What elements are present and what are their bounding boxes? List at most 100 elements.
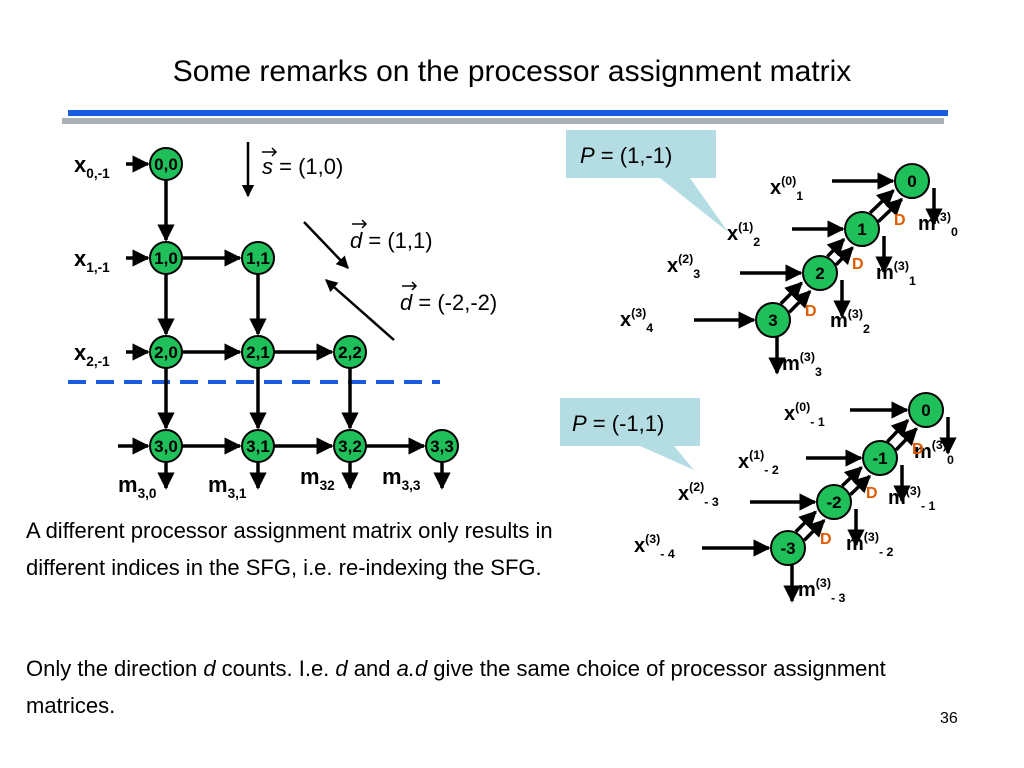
svg-text:P = (-1,1): P = (-1,1) <box>572 411 664 436</box>
grid-node <box>425 429 459 463</box>
assign-output-label: m(3)1 <box>876 259 916 288</box>
assign-input-label: x(3)- 4 <box>634 532 675 561</box>
p2-part1: Only the direction <box>26 656 204 681</box>
grid-node-label: 1,0 <box>154 249 178 268</box>
s-symbol: s <box>262 154 273 179</box>
d1-value: = (1,1) <box>362 228 432 253</box>
grid-node <box>333 429 367 463</box>
assign-output-label: m(3)- 1 <box>888 484 936 513</box>
p2-ad: a.d <box>396 656 428 681</box>
assignment-top-graph: x(0)1x(1)2x(2)3x(3)4m(3)0m(3)1m(3)2m(3)3… <box>620 163 958 379</box>
assign-node-label: -3 <box>780 539 795 558</box>
d-vector-1: d = (1,1) <box>303 219 433 269</box>
assign-input-label: x(0)1 <box>770 174 803 203</box>
svg-text:d = (1,1): d = (1,1) <box>350 228 433 253</box>
assign-input-label: x(1)2 <box>727 220 760 249</box>
delay-label: D <box>805 303 817 320</box>
p2-part3: and <box>347 656 397 681</box>
grid-input-label: x1,-1 <box>74 246 110 275</box>
assign-input-label: x(0)- 1 <box>784 400 825 429</box>
grid-node <box>241 335 275 369</box>
grid-node <box>149 429 183 463</box>
assign-node <box>755 302 791 338</box>
grid-node-label: 3,1 <box>246 437 270 456</box>
diagonal-edge <box>868 189 895 215</box>
s-vector: s = (1,0) <box>241 142 343 198</box>
assign-node-label: 1 <box>857 220 866 239</box>
assign-node-label: 0 <box>921 401 930 420</box>
assign-input-label: x(3)4 <box>620 306 653 335</box>
p2-d2: d <box>335 656 348 681</box>
assign-node-label: -1 <box>872 449 887 468</box>
assignment-bottom-graph: x(0)- 1x(1)- 2 x(2)- 3x(3)- 4 m(3)0 m(3)- 1… <box>634 392 957 605</box>
d2-symbol: d <box>400 290 413 315</box>
diagonal-edge <box>840 466 863 488</box>
assign-node <box>862 440 898 476</box>
diagonal-edge <box>834 246 854 267</box>
svg-text:P = (1,-1): P = (1,-1) <box>580 143 672 168</box>
callout-bottom-value: = (-1,1) <box>587 411 665 436</box>
callout-top: P = (1,-1) <box>566 130 728 232</box>
grid-node <box>149 335 183 369</box>
assign-node-label: 3 <box>768 311 777 330</box>
d1-symbol: d <box>350 228 363 253</box>
assign-input-label: x(2)3 <box>667 252 700 281</box>
assign-output-label: m(3)- 2 <box>846 530 894 559</box>
diagonal-edge <box>877 197 903 223</box>
page-title: Some remarks on the processor assignment… <box>172 55 852 88</box>
assign-node-label: 0 <box>907 172 916 191</box>
p2-part2: counts. I.e. <box>215 656 336 681</box>
slide-number: 36 <box>940 710 958 727</box>
title-rule-shadow <box>62 118 944 124</box>
assign-node <box>908 392 944 428</box>
diagonal-edge <box>826 238 846 258</box>
diagonal-edge <box>794 510 817 533</box>
paragraph-2: Only the direction d counts. I.e. d and … <box>26 650 906 724</box>
grid-node <box>241 241 275 275</box>
delay-label: D <box>866 485 878 502</box>
grid-node-label: 0,0 <box>154 155 178 174</box>
d-vector-2: d = (-2,-2) <box>325 279 497 341</box>
paragraph-1: A different processor assignment matrix … <box>26 518 553 580</box>
callout-bottom: P = (-1,1) <box>560 398 700 470</box>
assign-output-label: m(3)0 <box>918 210 958 239</box>
delay-label: D <box>820 531 832 548</box>
diagonal-edge <box>894 427 918 452</box>
assign-output-label: m(3)3 <box>782 350 822 379</box>
delay-label: D <box>912 441 924 458</box>
grid-node-label: 1,1 <box>246 249 270 268</box>
grid-node <box>333 335 367 369</box>
diagonal-edge <box>886 419 910 443</box>
grid-node-label: 2,1 <box>246 343 270 362</box>
grid-input-label: x0,-1 <box>74 152 110 181</box>
p2-part4: give the same choice of processor assign… <box>26 656 886 718</box>
assign-node-label: -2 <box>826 493 841 512</box>
assign-node <box>770 530 806 566</box>
d2-value: = (-2,-2) <box>412 290 497 315</box>
assign-output-label: m(3)0 <box>914 438 954 467</box>
grid-output-label: m32 <box>300 464 335 493</box>
assign-output-label: m(3)- 3 <box>798 576 846 605</box>
title-rule <box>68 110 948 116</box>
grid-node <box>149 147 183 181</box>
grid-node-label: 3,2 <box>338 437 362 456</box>
assign-input-label: x(2)- 3 <box>678 480 719 509</box>
diagonal-edge <box>779 281 803 305</box>
svg-text:s = (1,0): s = (1,0) <box>262 154 343 179</box>
callout-top-var: P <box>580 143 595 168</box>
delay-label: D <box>894 212 906 229</box>
diagonal-edge <box>803 519 826 542</box>
grid-node <box>241 429 275 463</box>
grid-output-label: m3,1 <box>208 472 247 501</box>
assign-node <box>894 163 930 199</box>
callout-bottom-var: P <box>572 411 587 436</box>
grid-node <box>149 241 183 275</box>
grid-input-label: x2,-1 <box>74 340 110 369</box>
delay-label: D <box>852 256 864 273</box>
assign-node <box>802 255 838 291</box>
grid-output-label: m3,3 <box>382 464 421 493</box>
s-value: = (1,0) <box>273 154 343 179</box>
assign-input-label: x(1)- 2 <box>738 448 779 477</box>
